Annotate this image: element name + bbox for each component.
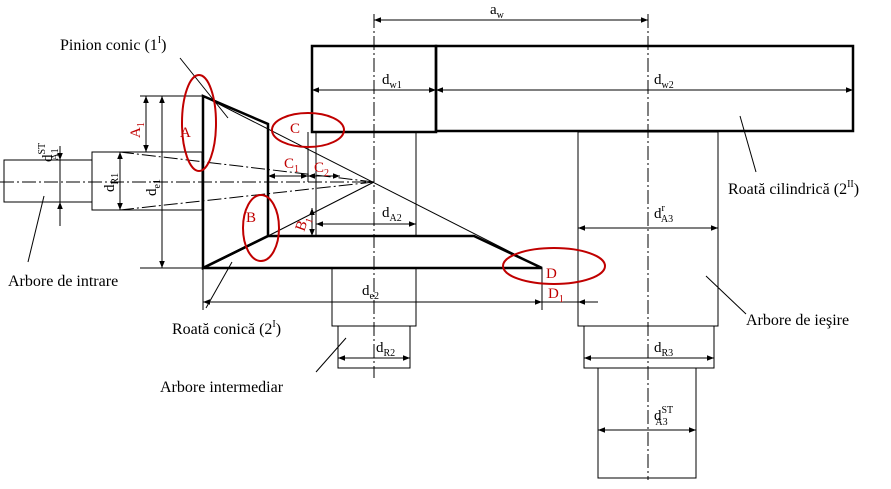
leader-lines — [27, 57, 757, 373]
dim-dR3-label: dR3 — [654, 340, 673, 359]
dimension-lines — [57, 17, 853, 433]
input-shaft-stub — [3, 159, 93, 203]
label-shaft-input: Arbore de intrare — [8, 273, 118, 290]
dim-dA2-label: dA2 — [382, 205, 402, 224]
dim-dw2-label: dw2 — [654, 72, 674, 91]
intermediate-shaft — [315, 131, 417, 369]
label-wheel-cylindrical: Roată cilindrică (2II) — [728, 179, 859, 198]
leader-pinion — [179, 57, 229, 119]
zone-A1-label: A1 — [128, 122, 147, 138]
dim-de2-label: de2 — [362, 283, 379, 302]
zone-ellipses — [181, 74, 606, 285]
cone-generatrix — [202, 95, 543, 269]
zone-C1-label: C1 — [284, 156, 299, 175]
input-shaft-bearing-seat — [91, 151, 203, 211]
dim-dw1-label: dw1 — [382, 72, 402, 91]
wheel-cylindrical — [434, 44, 855, 133]
zone-A-ellipse — [181, 74, 217, 172]
dim-dR2-label: dR2 — [376, 340, 395, 359]
input-shaft — [3, 151, 203, 211]
leader-wheel-cyl — [739, 115, 757, 173]
zone-C-ellipse — [271, 112, 345, 148]
zone-A-label: A — [180, 125, 191, 141]
zone-B-ellipse — [242, 194, 280, 262]
mesh-axis-input-side — [119, 151, 375, 183]
zone-D1-label: D1 — [548, 286, 564, 305]
dim-dR1-label: dR1 — [102, 173, 121, 192]
dim-aw-label: aw — [490, 2, 505, 21]
bevel-pinion — [201, 94, 270, 271]
center-lines — [0, 14, 649, 480]
dim-de1-label: de1 — [144, 179, 163, 196]
zone-C-label: C — [290, 121, 300, 137]
leader-shaft-out — [705, 275, 747, 315]
leader-shaft-in — [27, 195, 45, 263]
zone-B-label: B — [246, 210, 256, 226]
label-pinion-conic: Pinion conic (1I) — [60, 35, 166, 54]
zone-D-label: D — [546, 266, 557, 282]
zone-D-ellipse — [502, 247, 606, 285]
output-shaft-bearing — [583, 325, 715, 369]
mesh-axis-output-side — [119, 181, 375, 211]
zone-B1-label: B1 — [293, 214, 316, 235]
leader-shaft-mid — [315, 337, 347, 373]
leader-wheel-conic — [205, 261, 233, 309]
cone-line-lower — [267, 181, 375, 237]
label-shaft-output: Arbore de ieşire — [746, 312, 849, 329]
label-shaft-intermediate: Arbore intermediar — [160, 379, 284, 396]
output-shaft-stub — [597, 367, 697, 479]
bevel-wheel — [202, 234, 543, 270]
label-wheel-conic: Roată conică (2I) — [172, 319, 281, 338]
zone-C2-label: C2 — [314, 160, 329, 179]
